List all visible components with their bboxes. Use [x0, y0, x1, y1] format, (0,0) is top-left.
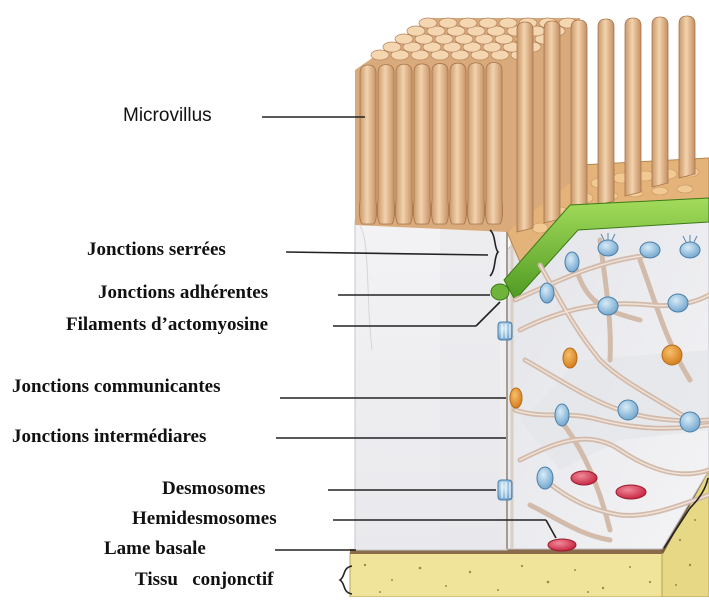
label-lame-basale: Lame basale: [104, 539, 206, 558]
label-desmosomes: Desmosomes: [162, 479, 265, 498]
label-tissu-conjonctif: Tissu conjonctif: [135, 570, 273, 589]
microvillus-column: [449, 63, 466, 224]
microvillus-tip: [419, 18, 437, 28]
microvillus-column: [652, 17, 668, 187]
microvillus-column: [485, 62, 502, 224]
microvillus-column: [598, 19, 614, 205]
microvillus-tip: [459, 18, 477, 28]
microvillus-tip: [499, 18, 517, 28]
microvillus-column: [395, 64, 412, 224]
microvillus-tip: [383, 42, 401, 52]
microvillus-column: [413, 64, 430, 224]
microvillus-column: [517, 22, 533, 232]
microvillus-column: [431, 64, 448, 224]
microvillus-tip: [439, 18, 457, 28]
label-jonctions-intermediares: Jonctions intermédiares: [12, 427, 206, 446]
microvillus-tip: [407, 26, 425, 36]
label-filaments-actomyosine: Filaments d’actomyosine: [66, 315, 268, 334]
label-hemidesmosomes: Hemidesmosomes: [132, 509, 277, 528]
microvillus-column: [359, 65, 376, 224]
microvillus-tip: [395, 34, 413, 44]
microvillus-tip: [479, 18, 497, 28]
microvillus-column: [377, 65, 394, 224]
label-jonctions-communicantes: Jonctions communicantes: [12, 377, 220, 396]
microvillus-tip: [371, 50, 389, 60]
microvillus-column: [467, 63, 484, 224]
microvillus-column: [625, 18, 641, 196]
label-jonctions-adherentes: Jonctions adhérentes: [98, 283, 268, 302]
label-microvillus: Microvillus: [123, 106, 212, 125]
microvillus-column: [571, 20, 587, 214]
microvillus-column: [544, 21, 560, 223]
label-jonctions-serrees: Jonctions serrées: [87, 240, 226, 259]
microvillus-column: [679, 16, 695, 178]
